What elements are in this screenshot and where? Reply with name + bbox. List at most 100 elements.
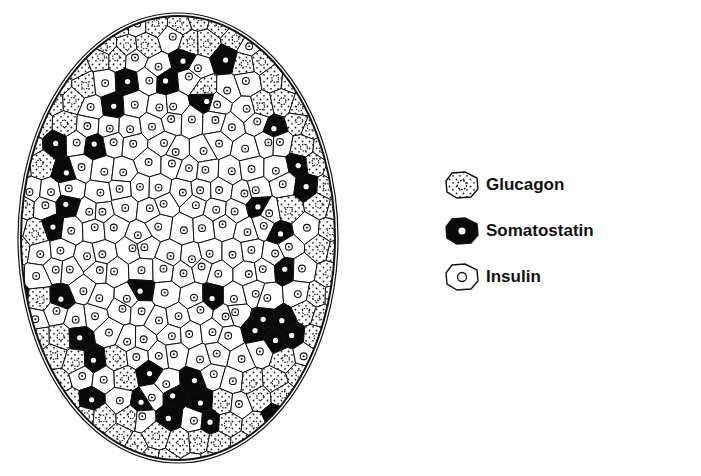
nucleolus xyxy=(113,141,115,143)
cell-nucleus xyxy=(175,21,182,28)
nucleolus xyxy=(124,207,126,209)
cell-nucleus xyxy=(248,166,255,173)
cell-nucleus xyxy=(304,184,309,189)
glucagon-cell xyxy=(231,0,305,35)
cell-nucleus xyxy=(10,223,17,230)
cell-nucleus xyxy=(50,224,55,229)
cell-nucleus xyxy=(224,87,231,94)
glucagon-cell xyxy=(109,46,126,72)
nucleolus xyxy=(169,255,171,257)
cell-nucleus xyxy=(127,126,134,133)
cell-nucleus xyxy=(138,267,145,274)
cell-nucleus xyxy=(242,145,249,152)
cell-nucleus xyxy=(66,266,73,273)
cell-nucleus xyxy=(89,397,94,402)
insulin-cell xyxy=(254,132,273,159)
nucleolus xyxy=(104,82,106,84)
legend-nucleus xyxy=(458,181,467,190)
insulin-cell xyxy=(293,252,317,282)
nucleolus xyxy=(44,204,46,206)
nucleolus xyxy=(164,292,166,294)
nucleolus xyxy=(225,315,227,317)
cell-nucleus xyxy=(72,316,79,323)
cell-nucleus xyxy=(279,318,284,323)
cell-nucleus xyxy=(299,265,306,272)
cell-nucleus xyxy=(207,420,212,425)
nucleolus xyxy=(199,189,201,191)
cell-nucleus xyxy=(141,42,148,49)
nucleolus xyxy=(88,44,90,46)
cell-nucleus xyxy=(32,231,39,238)
nucleolus xyxy=(29,191,31,193)
cell-nucleus xyxy=(272,250,279,257)
nucleolus xyxy=(151,397,153,399)
legend-swatches xyxy=(446,172,478,290)
cell-nucleus xyxy=(170,351,177,358)
legend-label: Insulin xyxy=(486,267,541,287)
cell-nucleus xyxy=(238,23,245,30)
nucleolus xyxy=(204,169,206,171)
nucleolus xyxy=(143,338,145,340)
nucleolus xyxy=(218,189,220,191)
cell-nucleus xyxy=(53,141,58,146)
cell-nucleus xyxy=(244,229,251,236)
cell-nucleus xyxy=(96,267,103,274)
islet-outline xyxy=(21,16,335,460)
nucleolus xyxy=(227,335,229,337)
cell-nucleus xyxy=(214,101,221,108)
cell-nucleus xyxy=(137,183,144,190)
cell-nucleus xyxy=(122,375,129,382)
nucleolus xyxy=(162,268,164,270)
cell-nucleus xyxy=(91,442,98,449)
legend-cell-shape xyxy=(446,218,478,244)
cell-nucleus xyxy=(155,184,162,191)
cell-nucleus xyxy=(190,417,197,424)
nucleolus xyxy=(201,227,203,229)
nucleolus xyxy=(165,383,167,385)
cell-nucleus xyxy=(261,441,268,448)
nucleolus xyxy=(188,76,190,78)
legend-swatch xyxy=(446,264,478,290)
nucleolus xyxy=(86,125,88,127)
insulin-cell xyxy=(181,105,203,139)
glucagon-cell xyxy=(218,451,257,476)
cell-nucleus xyxy=(79,373,86,380)
nucleolus xyxy=(113,227,115,229)
cell-nucleus xyxy=(102,80,109,87)
nucleolus xyxy=(214,119,216,121)
cell-nucleus xyxy=(266,210,273,217)
glucagon-cell xyxy=(337,216,360,257)
insulin-cell xyxy=(223,281,247,306)
cell-nucleus xyxy=(223,462,230,469)
cell-nucleus xyxy=(116,397,123,404)
cell-nucleus xyxy=(42,202,49,209)
cell-nucleus xyxy=(248,246,255,253)
cell-nucleus xyxy=(287,61,294,68)
nucleolus xyxy=(178,315,180,317)
cell-nucleus xyxy=(296,104,303,111)
cell-nucleus xyxy=(326,270,333,277)
insulin-cell xyxy=(90,155,114,182)
glucagon-cell xyxy=(0,11,92,81)
nucleolus xyxy=(259,350,261,352)
nucleolus xyxy=(246,108,248,110)
nucleolus xyxy=(82,290,84,292)
cell-nucleus xyxy=(197,356,204,363)
nucleolus xyxy=(103,379,105,381)
glucagon-cell xyxy=(0,14,72,95)
cell-nucleus xyxy=(37,297,44,304)
nucleolus xyxy=(122,171,124,173)
cell-nucleus xyxy=(249,380,256,387)
cell-nucleus xyxy=(84,253,91,260)
nucleolus xyxy=(157,226,159,228)
glucagon-cell xyxy=(253,431,360,476)
cell-nucleus xyxy=(259,266,266,273)
cell-nucleus xyxy=(97,189,104,196)
nucleolus xyxy=(233,298,235,300)
nucleolus xyxy=(59,250,61,252)
nucleolus xyxy=(109,128,111,130)
cell-nucleus xyxy=(215,270,222,277)
cell-nucleus xyxy=(141,244,148,251)
cell-nucleus xyxy=(280,391,287,398)
cell-nucleus xyxy=(91,224,98,231)
